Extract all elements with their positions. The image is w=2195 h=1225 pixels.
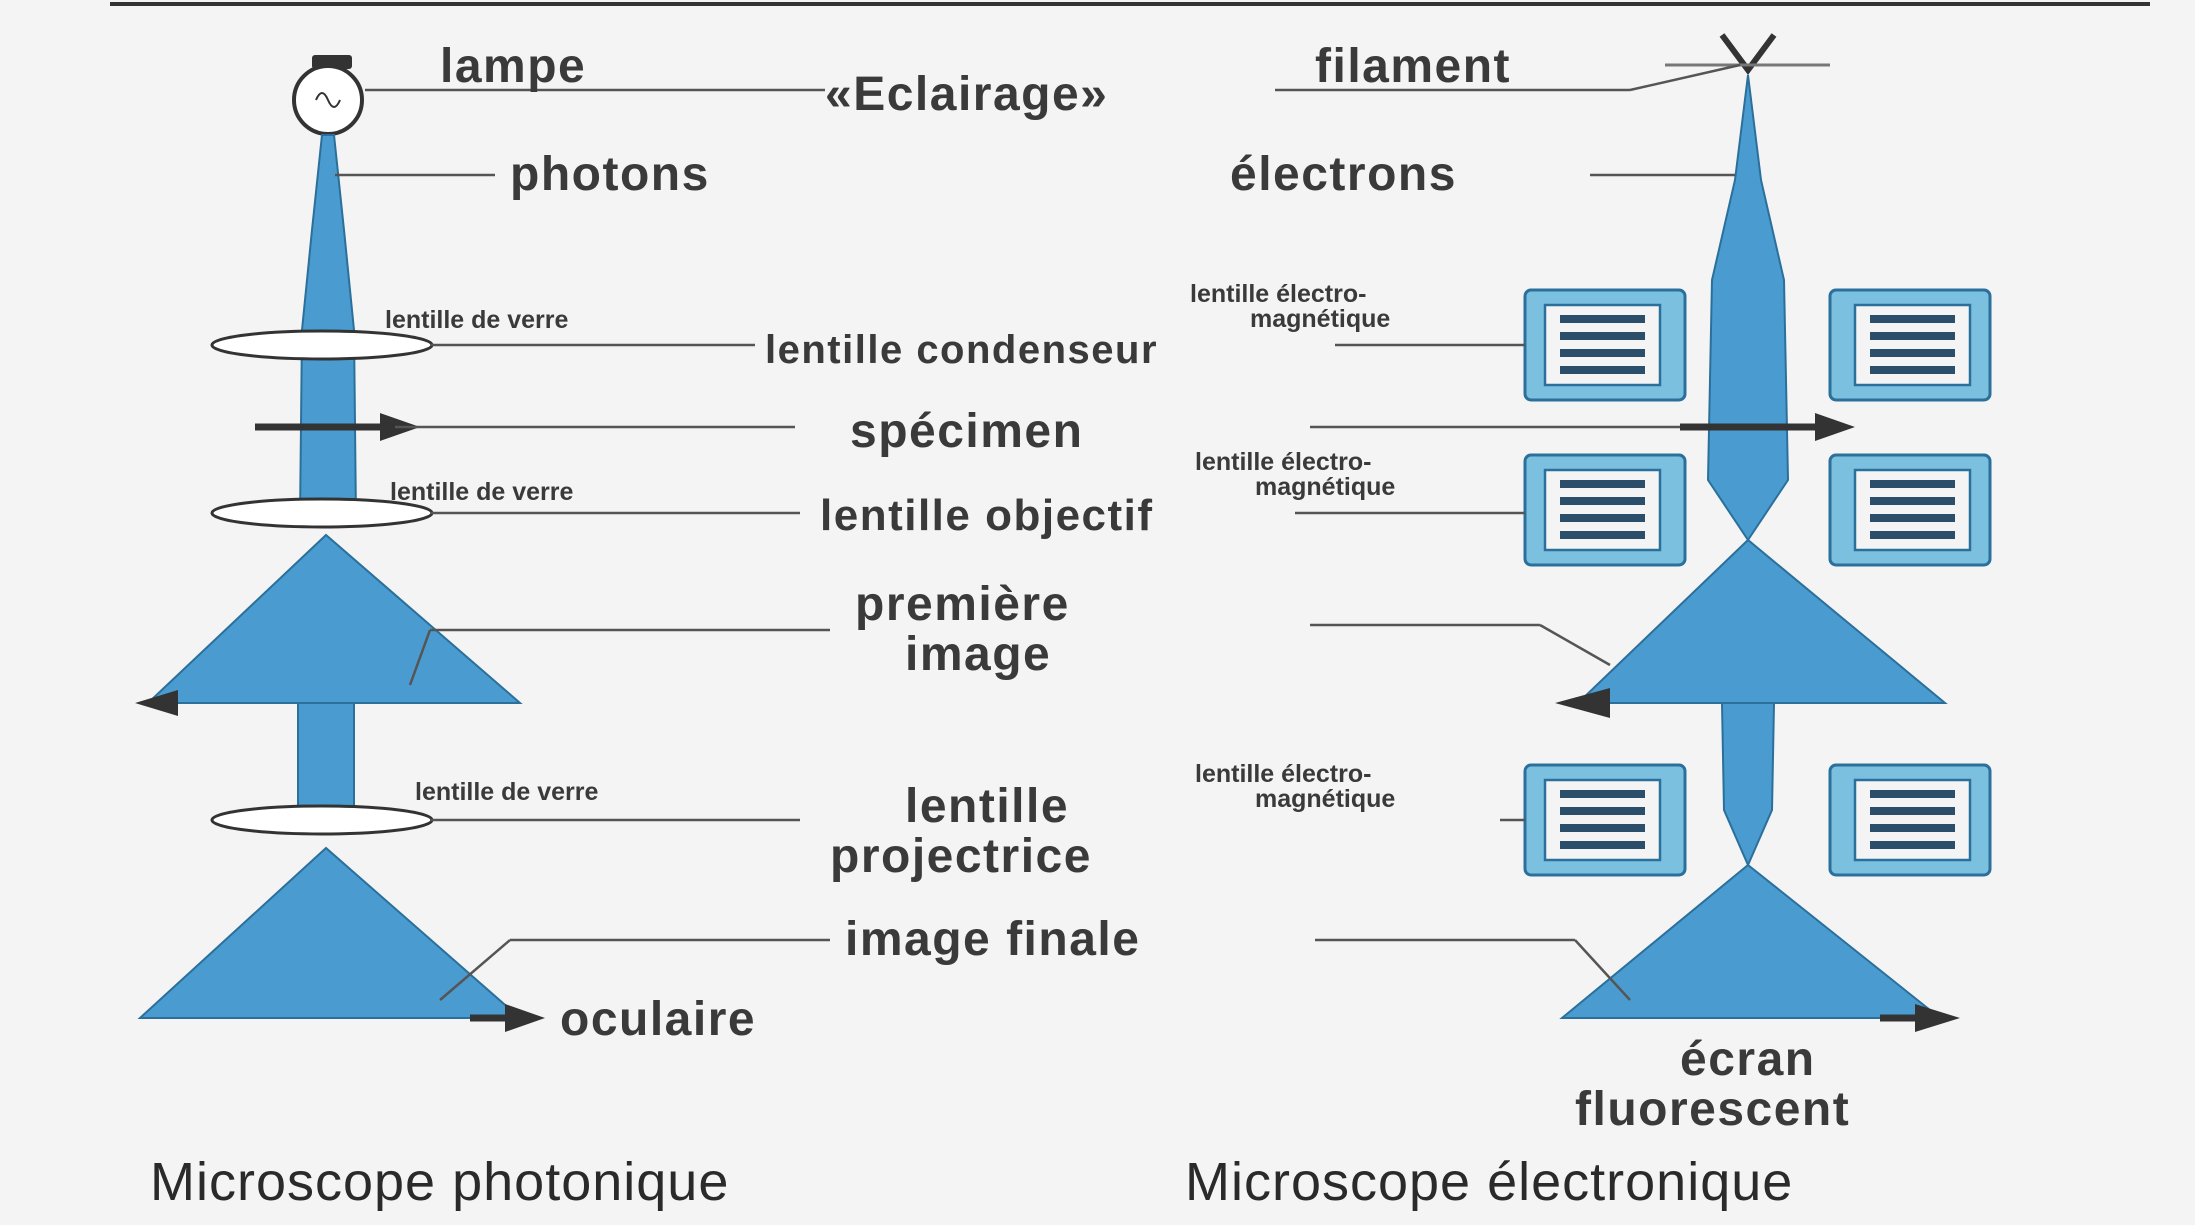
specimen-arrow-right (1680, 413, 1855, 441)
label-lentille-condenseur: lentille condenseur (765, 328, 1158, 372)
label-image: image (905, 628, 1051, 681)
ecran-arrow (1880, 1004, 1960, 1032)
electron-beam-upper (1706, 74, 1790, 542)
light-bulb-icon (292, 55, 364, 136)
filament-icon (1665, 33, 1830, 76)
label-lentille-de-verre-1: lentille de verre (385, 306, 569, 334)
caption-microscope-photonique: Microscope photonique (150, 1152, 729, 1212)
label-lentille-electro-1a: lentille électro- (1190, 280, 1366, 308)
label-lampe: lampe (440, 40, 586, 93)
label-fluorescent: fluorescent (1575, 1083, 1850, 1136)
label-premiere: première (855, 578, 1070, 631)
electron-first-image-arrow (1555, 688, 1610, 718)
label-lentille-electro-3b: magnétique (1255, 785, 1395, 813)
label-ecran: écran (1680, 1033, 1816, 1086)
electron-microscope (1523, 33, 1992, 1032)
label-eclairage: «Eclairage» (825, 68, 1108, 121)
first-image-arrow-left (135, 690, 178, 716)
leader-lines (335, 63, 1741, 1001)
electromagnetic-lens-condenser (1523, 288, 1992, 402)
label-lentille-electro-2b: magnétique (1255, 473, 1395, 501)
photon-beam-final-image (137, 846, 523, 1019)
label-specimen: spécimen (850, 405, 1083, 458)
oculaire-arrow (470, 1004, 545, 1032)
label-lentille-electro-2a: lentille électro- (1195, 448, 1371, 476)
label-lentille: lentille (905, 780, 1069, 833)
label-oculaire: oculaire (560, 993, 756, 1046)
electron-beam-final-image (1559, 863, 1943, 1019)
label-lentille-electro-3a: lentille électro- (1195, 760, 1371, 788)
label-electrons: électrons (1230, 148, 1457, 201)
photon-beam-first-image (145, 533, 523, 704)
label-lentille-de-verre-2: lentille de verre (390, 478, 574, 506)
label-lentille-objectif: lentille objectif (820, 491, 1154, 540)
electromagnetic-lens-projector (1523, 763, 1992, 877)
electromagnetic-lens-objective (1523, 453, 1992, 567)
label-lentille-electro-1b: magnétique (1250, 305, 1390, 333)
photon-beam-upper (298, 134, 358, 521)
caption-microscope-electronique: Microscope électronique (1185, 1152, 1793, 1212)
photonic-microscope (135, 55, 545, 1032)
label-projectrice: projectrice (830, 830, 1092, 883)
projector-glass-lens (210, 804, 434, 836)
label-filament: filament (1315, 40, 1511, 93)
label-lentille-de-verre-3: lentille de verre (415, 778, 599, 806)
condenser-glass-lens (210, 329, 434, 361)
label-image-finale: image finale (845, 913, 1140, 966)
electron-beam-middle (1720, 702, 1776, 868)
label-photons: photons (510, 148, 710, 201)
